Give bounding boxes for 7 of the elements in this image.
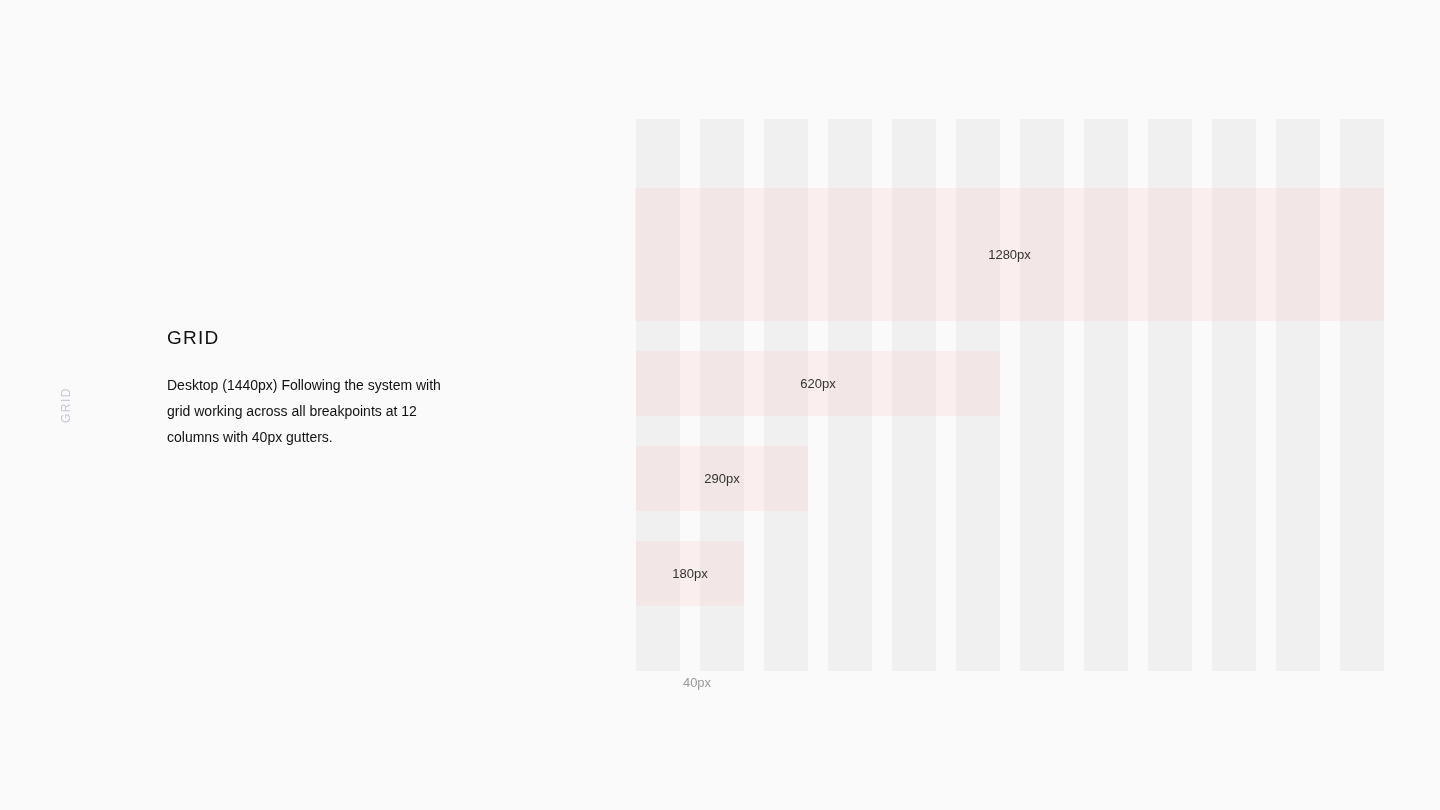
width-label: 290px — [704, 470, 740, 487]
width-label: 180px — [672, 565, 708, 582]
section-heading: GRID — [167, 326, 220, 350]
width-label: 620px — [800, 375, 836, 392]
gutter-width-label: 40px — [682, 675, 712, 691]
description-text: Desktop (1440px) Following the system with grid working across all breakpoints at 12 columns with 40px gutters. — [167, 376, 442, 447]
width-label: 1280px — [988, 246, 1031, 263]
